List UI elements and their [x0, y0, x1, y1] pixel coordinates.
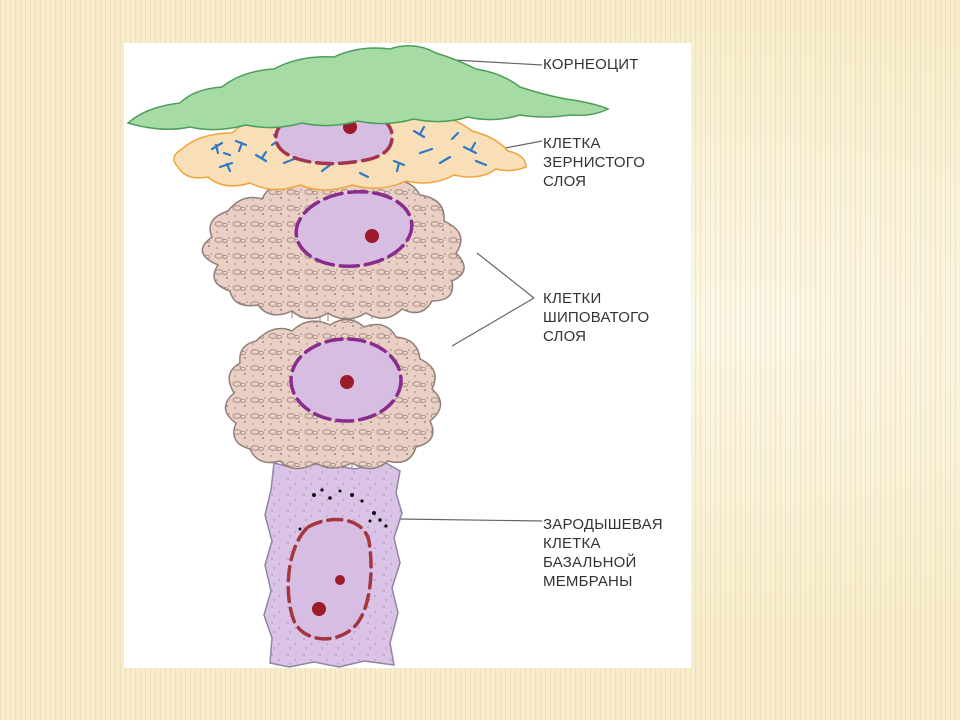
basal-nucleolus-1 — [335, 575, 345, 585]
basal-nucleolus-2 — [312, 602, 326, 616]
label-granular-line-2: ЗЕРНИСТОГО — [543, 154, 646, 171]
label-granular-cell: КЛЕТКА ЗЕРНИСТОГО СЛОЯ — [543, 134, 645, 191]
label-basal-line-4: МЕМБРАНЫ — [543, 573, 633, 590]
label-corneocyte-line-1: КОРНЕОЦИТ — [543, 56, 639, 73]
spinous-upper-nucleolus — [365, 229, 379, 243]
spinous-lower-nucleolus — [340, 375, 354, 389]
label-granular-line-1: КЛЕТКА — [543, 135, 601, 152]
leader-spinous-upper — [476, 252, 535, 299]
leader-spinous-lower — [451, 297, 535, 347]
label-spinous-cells: КЛЕТКИ ШИПОВАТОГО СЛОЯ — [543, 289, 649, 346]
epidermis-illustration — [126, 45, 610, 668]
spinous-cell-lower — [224, 318, 442, 470]
label-basal-cell: ЗАРОДЫШЕВАЯ КЛЕТКА БАЗАЛЬНОЙ МЕМБРАНЫ — [543, 515, 663, 591]
label-spinous-line-1: КЛЕТКИ — [543, 290, 602, 307]
epidermis-diagram: КОРНЕОЦИТ КЛЕТКА ЗЕРНИСТОГО СЛОЯ КЛЕТКИ … — [124, 43, 691, 668]
melanin-granules — [298, 488, 388, 531]
leader-corneocyte — [453, 59, 543, 66]
basal-cell — [263, 462, 403, 668]
label-granular-line-3: СЛОЯ — [543, 173, 587, 190]
leader-basal — [398, 518, 543, 522]
label-spinous-line-3: СЛОЯ — [543, 328, 587, 345]
label-corneocyte: КОРНЕОЦИТ — [543, 55, 639, 74]
spinous-cell-upper — [201, 170, 465, 320]
label-basal-line-1: ЗАРОДЫШЕВАЯ — [543, 516, 663, 533]
label-basal-line-3: БАЗАЛЬНОЙ — [543, 554, 637, 571]
label-spinous-line-2: ШИПОВАТОГО — [543, 309, 650, 326]
label-basal-line-2: КЛЕТКА — [543, 535, 601, 552]
corneocyte — [126, 45, 610, 131]
